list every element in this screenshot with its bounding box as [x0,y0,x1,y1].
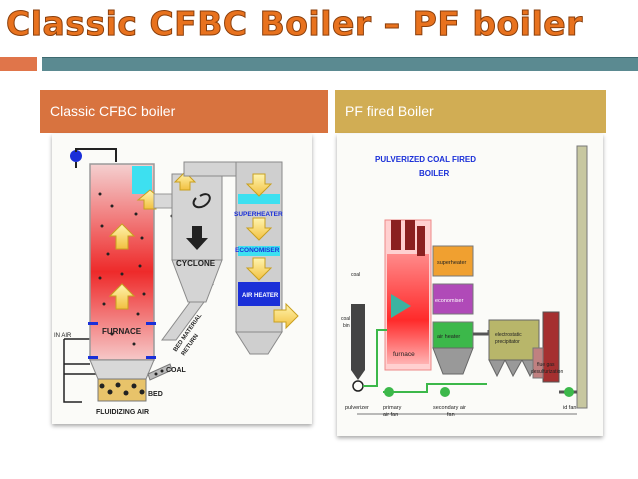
esp-box [488,319,540,361]
pulverizer-label: pulverizer [345,405,369,411]
pf-superheater-label: superheater [437,260,467,266]
esp-label-1: electrostatic [495,332,522,338]
fgd-tower [542,311,560,383]
cfbc-boiler-diagram: SUPERHEATER ECONOMISER AIR HEATER CYCLON… [52,134,312,424]
air-duct-line [75,148,117,168]
pf-coal-label: coal [351,272,360,278]
exit-arrow [273,302,299,330]
pf-tube-bank [391,220,401,250]
economiser-band [238,246,280,256]
backpass-hopper [235,331,283,355]
title-rule-accent [0,57,37,71]
furnace-hopper [89,359,155,380]
fgd-label-1: flue gas [537,362,555,368]
pulverizer-icon [352,380,364,392]
pf-furnace-label: furnace [393,351,415,358]
coal-bin [351,304,365,370]
primary-air-fan [384,387,394,397]
pf-heading-line1: PULVERIZED COAL FIRED [375,155,476,164]
air-heater-block [238,282,280,306]
pf-economiser-label: economiser [435,298,464,304]
pf-boiler-diagram: PULVERIZED COAL FIRED BOILER furnace sup… [337,134,603,436]
pf-economiser-box [432,283,474,315]
coal-bin-label-2: bin [343,323,350,329]
air-lines [63,338,112,403]
flow-arrow [245,173,273,197]
pf-flue-duct [473,330,491,336]
cyclone-label: CYCLONE [176,259,216,268]
bed-box [97,378,147,402]
flow-arrow [173,171,197,191]
pf-tube-bank [417,226,425,256]
secondary-air-label-1: secondary air [433,405,466,411]
id-fan-label: id fan [563,405,576,411]
esp-hopper [488,359,506,378]
fgd-label-2: desulfurization [531,369,563,375]
title-rule-gap [37,57,42,71]
furnace-window [132,166,152,194]
cfbc-diagram-svg: SUPERHEATER ECONOMISER AIR HEATER CYCLON… [54,148,299,416]
title-rule-line [42,57,638,58]
primary-air-label-1: primary [383,405,402,411]
pf-burner [391,294,411,318]
bed-return-leg [161,301,205,341]
coal-chute [147,363,173,381]
economiser-label: ECONOMISER [235,247,280,254]
cfbc-panel-heading: Classic CFBC boiler [40,90,328,133]
id-fan [564,387,574,397]
air-marker [88,322,98,325]
pf-ash-hopper [432,347,474,375]
flow-arrow [108,223,136,250]
pf-superheater-box [432,245,474,277]
primary-air-label-2: air fan [383,412,398,418]
flow-arrow [245,257,273,281]
air-marker [88,356,98,359]
pf-tube-bank [405,220,415,250]
superheater-band [238,194,280,204]
secondary-air-label-2: fan [447,412,455,418]
pf-panel-heading: PF fired Boiler [335,90,606,133]
stack [576,145,588,409]
cyclone-swirl [192,193,211,209]
esp-hopper [504,359,523,378]
flow-arrow [108,283,136,310]
fgd-tank [532,347,544,379]
bed-label: BED [148,391,163,398]
pf-diagram-svg: PULVERIZED COAL FIRED BOILER furnace sup… [341,145,588,418]
pf-air-heater-box [432,321,474,349]
coal-bin-label-1: coal [341,316,350,322]
pf-heading-line2: BOILER [419,169,449,178]
down-arrow [186,226,208,250]
pf-air-heater-label: air heater [437,334,460,340]
superheater-label: SUPERHEATER [234,211,283,218]
furnace-label: FURNACE [102,327,142,336]
riser-duct [153,193,175,209]
fluidizing-air-label: FLUIDIZING AIR [96,409,149,416]
air-marker [146,356,156,359]
esp-label-2: precipitator [495,339,520,345]
title-rule-bar [42,57,638,71]
coal-bin-hopper [351,370,365,380]
secondary-air-pipe [383,383,487,393]
secondary-air-fan [440,387,450,397]
air-heater-label: AIR HEATER [242,293,279,299]
coal-label: COAL [166,367,187,374]
in-air-label: IN AIR [54,333,72,339]
primary-air-pipe [363,329,387,387]
flow-arrow [245,217,273,241]
air-inlet-circle [70,150,82,162]
air-marker [146,322,156,325]
cyclone-cone [171,259,223,303]
slide-title: Classic CFBC Boiler – PF boiler [6,4,583,44]
